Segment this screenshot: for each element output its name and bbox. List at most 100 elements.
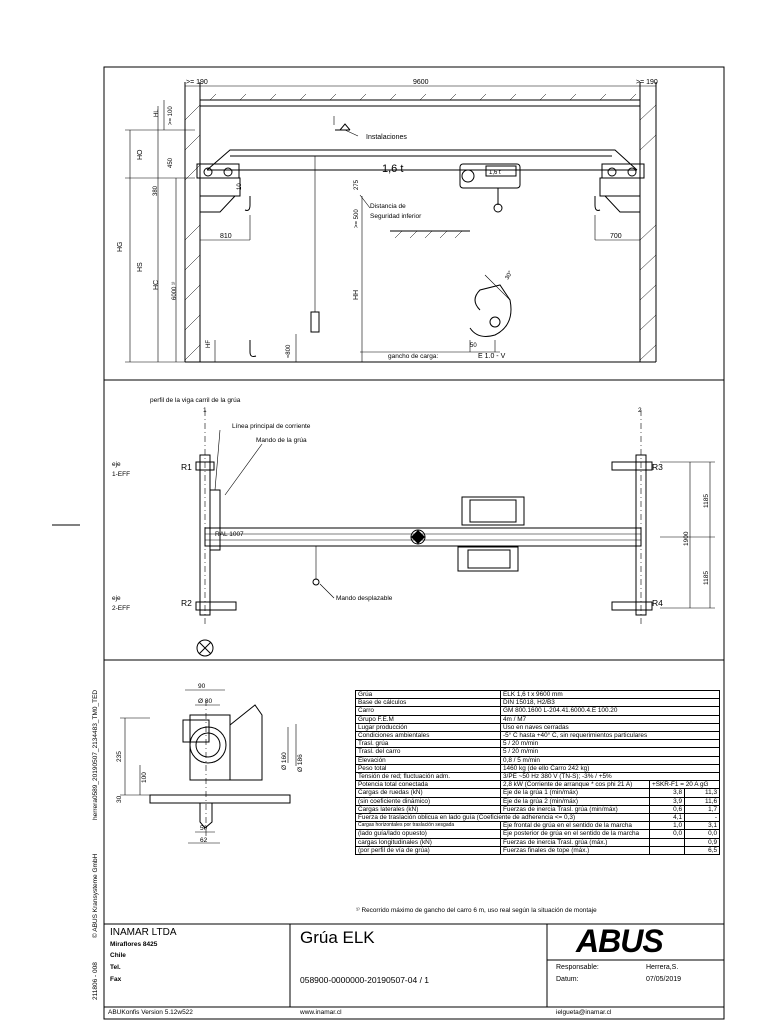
spec-power-fuse: +SKR-F1 = 20 A gG xyxy=(649,780,720,790)
side-copyright: © ABUS Kransysteme GmbH xyxy=(91,853,99,938)
footer-web: www.inamar.cl xyxy=(300,1009,342,1016)
document-number: 058900-0000000-20190507-04 / 1 xyxy=(300,975,430,985)
dim-500: >= 500 xyxy=(354,209,360,228)
load-group: cargas longitudinales (kN) xyxy=(355,837,501,847)
load-group: Cargas horizontales por traslación sesga… xyxy=(355,821,501,831)
dim-hl-value: >= 100 xyxy=(168,106,174,125)
footer-version: ABUKonfis Version 5.12w522 xyxy=(108,1009,193,1016)
axis-number-2: 2 xyxy=(638,407,642,414)
label-r3: R3 xyxy=(652,462,663,472)
dim-right-clearance: >= 190 xyxy=(636,79,658,86)
spec-power-value: 2,8 kW (Corriente de arranque * cos phi … xyxy=(500,780,650,790)
load-row: (por perfil de vía de grúa)Fuerzas final… xyxy=(355,845,720,856)
spec-label: Lugar producción xyxy=(355,722,501,733)
load-row: Cargas horizontales por traslación sesga… xyxy=(355,821,720,831)
load-value-max: 3,1 xyxy=(684,821,720,831)
detail-dim-160: Ø 160 xyxy=(281,752,288,770)
load-row: (sin coeficiente dinámico)Eje de la grúa… xyxy=(355,796,720,806)
dim-hg: HG xyxy=(117,242,124,253)
label-r4: R4 xyxy=(652,598,663,608)
dim-800: ≈800 xyxy=(286,344,292,358)
detail-dim-62: 62 xyxy=(200,837,208,844)
label-safety-2: Seguridad inferior xyxy=(370,213,422,220)
spec-label: Trasl. grúa xyxy=(355,739,501,749)
load-group: (lado guía/lado opuesto) xyxy=(355,829,501,839)
load-group: (sin coeficiente dinámico) xyxy=(355,796,501,806)
load-row: cargas longitudinales (kN)Fuerzas de ine… xyxy=(355,837,720,847)
side-code: 211806 - 008 xyxy=(92,962,99,1000)
label-main-line: Línea principal de corriente xyxy=(232,423,311,430)
detail-dim-90: 90 xyxy=(198,683,206,690)
footer-email: ielgueta@inamar.cl xyxy=(556,1009,612,1016)
load-value-max: 6,5 xyxy=(684,845,720,856)
detail-dim-235: 235 xyxy=(116,751,123,762)
dim-700: 700 xyxy=(610,233,622,240)
date-label: Datum: xyxy=(556,976,579,983)
load-value-max: 0,0 xyxy=(684,829,720,839)
load-group: (por perfil de vía de grúa) xyxy=(355,845,501,856)
load-value-min: 0,0 xyxy=(649,829,685,839)
spec-value: ELK 1,6 t x 9600 mm xyxy=(500,689,720,700)
dim-1900: 1900 xyxy=(683,531,690,546)
label-trolley-capacity: 1,6 t xyxy=(489,170,501,176)
spec-label: Grúa xyxy=(355,689,501,700)
spec-label: Grupo F.E.M xyxy=(355,714,501,724)
label-load-hook: gancho de carga: xyxy=(388,353,438,360)
detail-dim-80: Ø 80 xyxy=(198,698,212,705)
load-value-min xyxy=(649,845,685,856)
company-name: INAMAR LTDA xyxy=(110,927,177,938)
spec-value: 5 / 20 m/min xyxy=(500,747,720,757)
dim-left-clearance: >= 190 xyxy=(186,79,208,86)
label-pendant: Mando desplazable xyxy=(336,595,393,602)
detail-dim-100: 100 xyxy=(141,772,148,783)
dim-hs: HS xyxy=(137,262,144,272)
spec-value: DIN 15018, H2/B3 xyxy=(500,698,720,708)
load-group: Cargas de ruedas (kN) xyxy=(355,788,501,798)
date-value: 07/05/2019 xyxy=(646,976,682,983)
label-axis-1a: eje xyxy=(112,461,121,468)
detail-dim-186: Ø 186 xyxy=(297,754,304,772)
company-tel: Tel. xyxy=(110,964,121,971)
axis-number-1: 1 xyxy=(203,407,207,414)
spec-value: 4m / M7 xyxy=(500,714,720,724)
label-axis-2a: eje xyxy=(112,595,121,602)
spec-value: GM 800.1600 L-204.41.6000.4.E 100.20 xyxy=(500,706,720,716)
load-value-max: 0,9 xyxy=(684,837,720,847)
label-safety-1: Distancia de xyxy=(370,203,406,210)
spec-label: Condiciones ambientales xyxy=(355,731,501,741)
dim-span: 9600 xyxy=(413,79,429,86)
spec-power-label: Potencia total conectada xyxy=(355,780,501,790)
spec-label: Base de cálculos xyxy=(355,698,501,708)
spec-value: Uso en naves cerradas xyxy=(500,722,720,733)
dim-380: 380 xyxy=(153,185,159,196)
spec-value: 5 / 20 m/min xyxy=(500,739,720,749)
load-value-min: 1,0 xyxy=(649,821,685,831)
dim-810: 810 xyxy=(220,233,232,240)
dim-1185-top: 1185 xyxy=(703,494,710,508)
label-crane-control: Mando de la grúa xyxy=(256,437,307,444)
dim-hh: HH xyxy=(353,290,360,300)
company-fax: Fax xyxy=(110,976,122,983)
load-value-min xyxy=(649,837,685,847)
dim-hf: HF xyxy=(206,340,212,348)
label-axis-2b: 2-EFF xyxy=(112,605,130,612)
plan-view xyxy=(195,410,715,657)
spec-label: Peso total xyxy=(355,763,501,774)
label-capacity: 1,6 t xyxy=(382,163,403,175)
detail-dim-50: 50 xyxy=(200,825,208,832)
abus-logo: ABUS xyxy=(576,923,664,959)
company-address: Miraflores 8425 xyxy=(110,941,158,948)
spec-row: Condiciones ambientales-5° C hasta +40° … xyxy=(355,731,720,741)
dim-1185-bottom: 1185 xyxy=(703,571,710,585)
load-value-max: 11,6 xyxy=(684,796,720,806)
side-text: © ABUS Kransysteme GmbH herrera0589_2019… xyxy=(91,690,99,1000)
label-hook-class: E 1.0 - V xyxy=(478,353,506,360)
